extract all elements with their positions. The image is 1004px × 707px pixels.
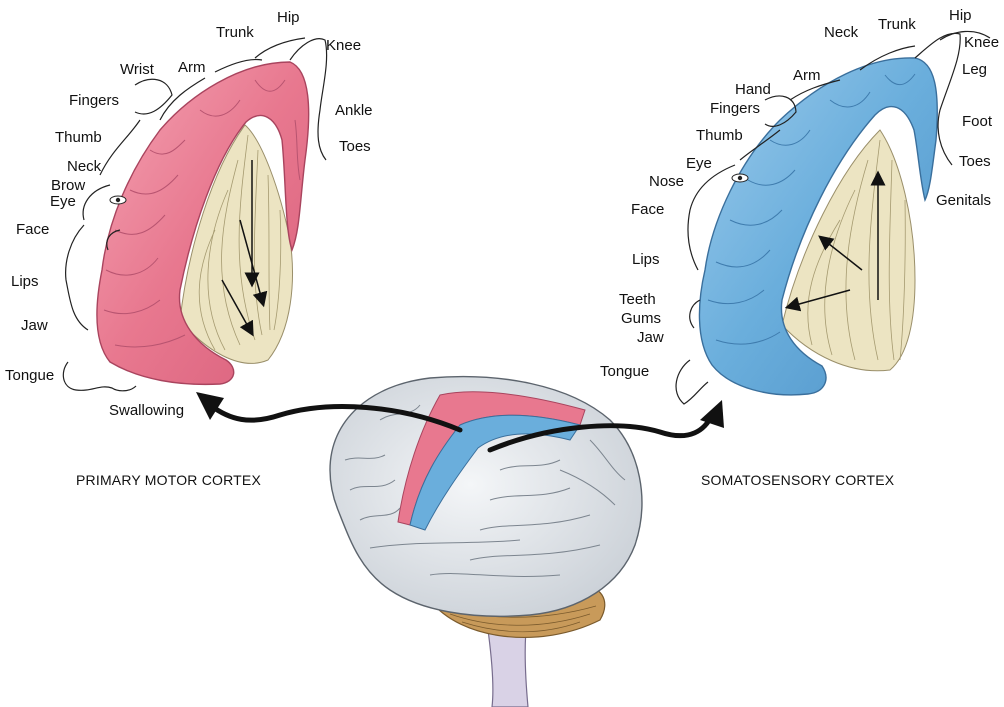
sensory-label-fingers: Fingers	[710, 100, 761, 117]
sensory-label-trunk: Trunk	[878, 16, 916, 33]
brain-sulci	[344, 404, 626, 577]
motor-label-thumb: Thumb	[55, 129, 102, 146]
sensory-cortex-section	[675, 30, 991, 405]
sensory-label-hip: Hip	[949, 7, 972, 24]
motor-label-face: Face	[16, 221, 50, 238]
sensory-label-hand: Hand	[735, 81, 771, 98]
sensory-label-lips: Lips	[632, 251, 660, 268]
arrowhead-sensory	[700, 400, 724, 428]
sensory-label-face: Face	[631, 201, 665, 218]
motor-homunculus-outline	[62, 37, 328, 392]
motor-label-fingers: Fingers	[69, 92, 120, 109]
arrow-to-sensory-cortex	[487, 412, 715, 453]
motor-label-brow: Brow	[51, 177, 86, 194]
sensory-label-foot: Foot	[962, 113, 993, 130]
motor-label-knee: Knee	[326, 37, 362, 54]
motor-label-ankle: Ankle	[335, 102, 373, 119]
sensory-label-toes: Toes	[959, 153, 991, 170]
sensory-label-leg: Leg	[962, 61, 988, 78]
sensory-fiber-arrow	[784, 289, 851, 312]
sensory-fiber-arrow	[818, 235, 863, 271]
motor-label-neck: Neck	[67, 158, 102, 175]
sensory-label-gums: Gums	[621, 310, 662, 327]
motor-label-eye: Eye	[50, 193, 76, 210]
sensory-cortex-band	[698, 57, 938, 396]
motor-pupil	[115, 197, 121, 203]
motor-label-arm: Arm	[178, 59, 206, 76]
motor-label-jaw: Jaw	[21, 317, 48, 334]
motor-label-swallowing: Swallowing	[109, 402, 185, 419]
sensory-label-tongue: Tongue	[600, 363, 650, 380]
motor-cortex-caption: PRIMARY MOTOR CORTEX	[76, 472, 261, 488]
sensory-label-eye: Eye	[686, 155, 712, 172]
motor-label-tongue: Tongue	[5, 367, 55, 384]
sensory-label-thumb: Thumb	[696, 127, 743, 144]
brain-sensory-strip	[409, 414, 581, 531]
motor-label-lips: Lips	[11, 273, 39, 290]
motor-fibers	[198, 134, 282, 351]
sensory-label-jaw: Jaw	[637, 329, 664, 346]
motor-label-trunk: Trunk	[216, 24, 254, 41]
brain-stem	[487, 629, 529, 707]
motor-label-hip: Hip	[277, 9, 300, 26]
sensory-label-arm: Arm	[793, 67, 821, 84]
motor-cortex-band	[96, 61, 310, 386]
sensory-homunculus-outline	[675, 30, 991, 405]
motor-fiber-arrow	[221, 279, 254, 337]
sensory-fibers	[807, 139, 906, 361]
arrow-to-motor-cortex	[207, 402, 463, 433]
sensory-label-knee: Knee	[964, 34, 1000, 51]
sensory-label-neck: Neck	[824, 24, 859, 41]
motor-fiber-arrow	[239, 219, 268, 308]
motor-gyri-lines	[103, 79, 301, 348]
motor-label-toes: Toes	[339, 138, 371, 155]
sensory-label-genitals: Genitals	[936, 192, 992, 209]
sensory-pupil	[737, 175, 743, 181]
motor-cortex-section	[62, 37, 328, 392]
arrowhead-motor	[196, 392, 224, 420]
sensory-label-nose: Nose	[649, 173, 685, 190]
sensory-gyri-lines	[707, 73, 916, 345]
sensory-cortex-caption: SOMATOSENSORY CORTEX	[701, 472, 895, 488]
sensory-label-teeth: Teeth	[619, 291, 656, 308]
motor-label-wrist: Wrist	[120, 61, 154, 78]
